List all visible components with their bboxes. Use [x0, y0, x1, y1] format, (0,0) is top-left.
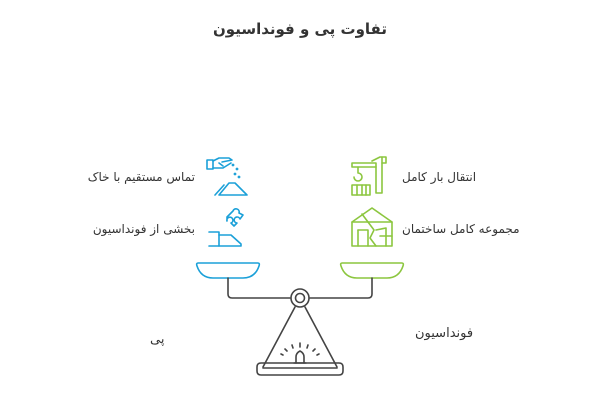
hand-pouring-soil-icon [205, 155, 249, 199]
left-side-name: پی [150, 332, 165, 347]
right-item-2-label: مجموعه کامل ساختمان [402, 222, 520, 236]
left-item-1-label: تماس مستقیم با خاک [87, 170, 195, 184]
right-pan [339, 262, 405, 279]
right-side-name: فونداسیون [415, 326, 474, 341]
diagram-title: تفاوت پی و فونداسیون [212, 20, 387, 38]
crane-icon [350, 155, 394, 199]
left-item-2-label: بخشی از فونداسیون [92, 222, 195, 236]
right-item-1-label: انتقال بار کامل [402, 170, 477, 184]
puzzle-piece-on-hand-icon [207, 205, 251, 249]
house-structure-icon [350, 206, 394, 248]
left-pan [195, 262, 261, 279]
balance-scale-icon [195, 258, 405, 380]
